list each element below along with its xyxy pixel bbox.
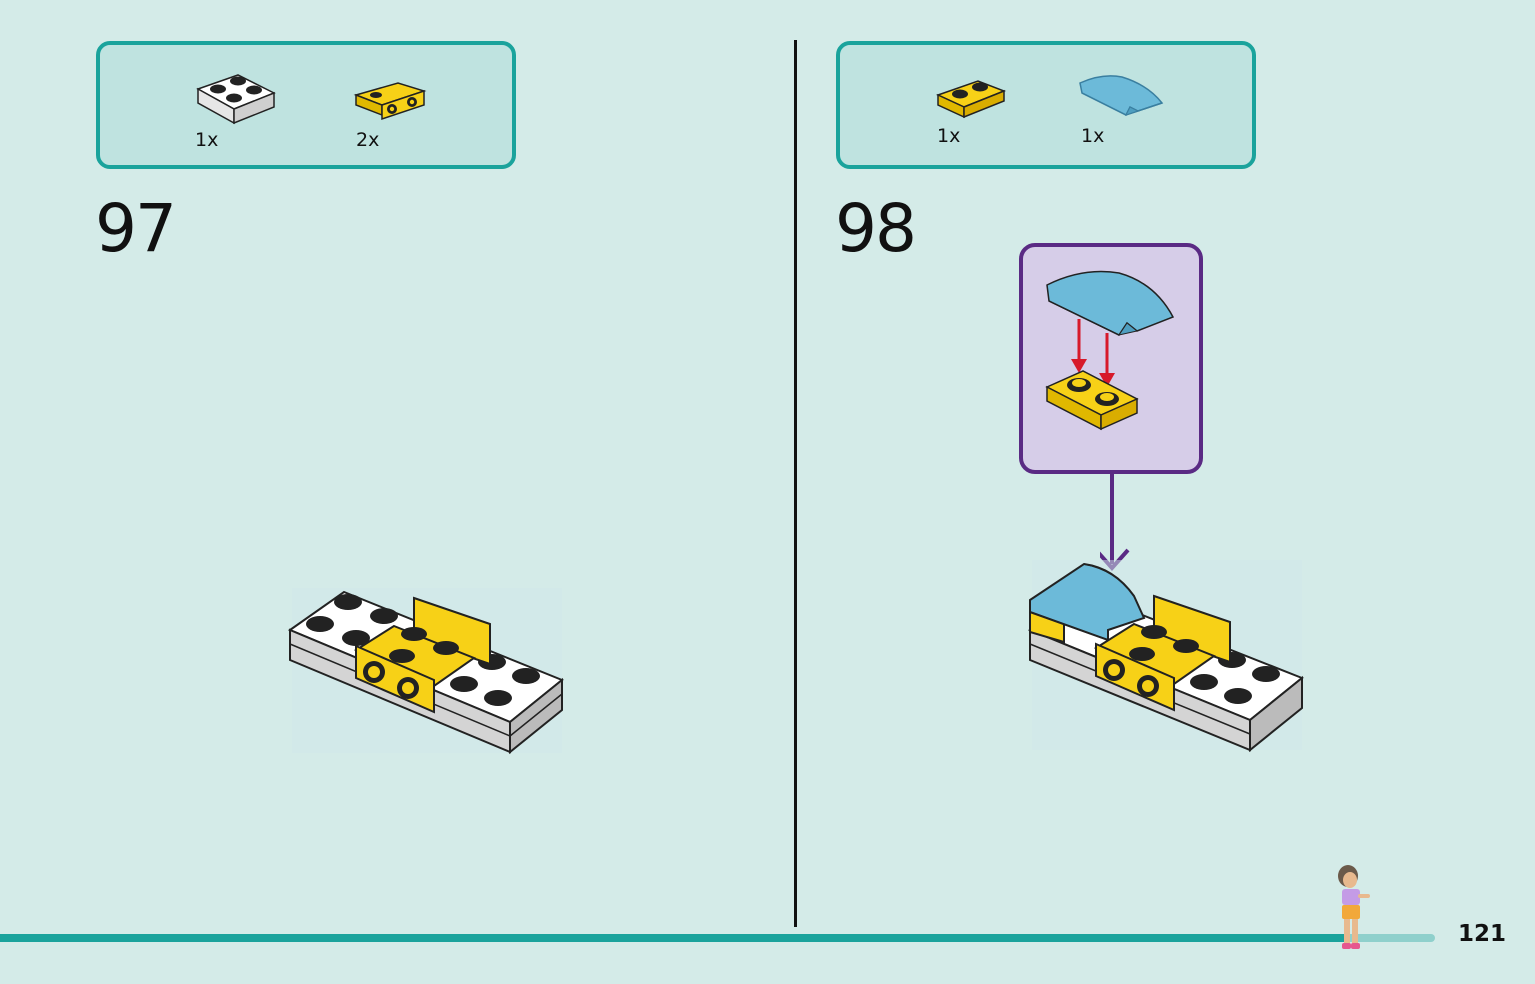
progress-bar (0, 934, 1345, 942)
part-quantity: 2x (356, 129, 380, 151)
white-plate-2x2-icon (194, 65, 278, 129)
page-divider (794, 40, 797, 927)
yellow-plate-1x2-icon (936, 73, 1008, 121)
minifigure-icon (1330, 862, 1374, 959)
part-quantity: 1x (1081, 125, 1105, 147)
parts-list-step-98: 1x 1x (836, 41, 1256, 169)
step-number: 97 (95, 190, 177, 267)
medium-azure-curved-slope-icon (1078, 71, 1168, 125)
yellow-bracket-plate-icon (352, 75, 428, 123)
part-quantity: 1x (195, 129, 219, 151)
sub-assembly-callout (1019, 243, 1203, 474)
progress-bar-remaining (1345, 934, 1435, 942)
assembly-model-step-97 (284, 588, 569, 763)
assembly-model-step-98 (1024, 560, 1309, 761)
page-number: 121 (1458, 921, 1507, 947)
part-quantity: 1x (937, 125, 961, 147)
step-number: 98 (835, 190, 917, 267)
parts-list-step-97: 1x 2x (96, 41, 516, 169)
